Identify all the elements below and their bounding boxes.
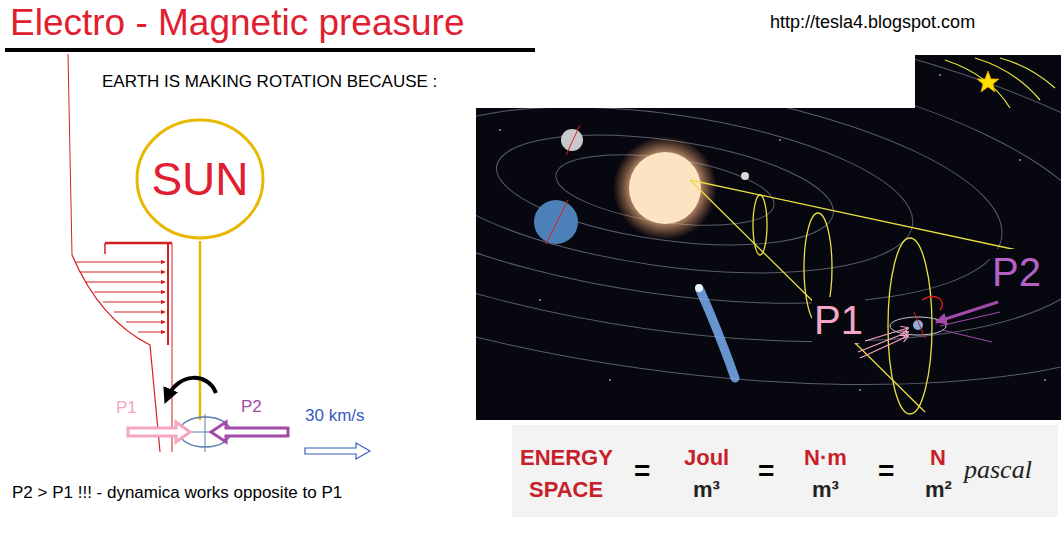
star-dot <box>779 139 781 141</box>
profile-wall <box>172 243 173 452</box>
comet-tail <box>700 290 735 378</box>
space-photo <box>476 55 1061 420</box>
sun-photo <box>613 136 717 240</box>
sun-photo <box>629 152 701 224</box>
planet-earth <box>534 200 578 244</box>
url-text: http://tesla4.blogspot.com <box>770 12 975 33</box>
star-dot <box>499 129 501 131</box>
space-scene <box>85 0 1061 446</box>
profile-bar <box>105 242 172 245</box>
pressure-label: P2 <box>990 249 1043 295</box>
formula-term: SPACE <box>529 477 603 502</box>
rotation-arrow <box>922 297 942 310</box>
formula-term: pascal <box>964 455 1032 485</box>
title-underline <box>5 48 535 52</box>
pressure-arrow <box>860 336 908 358</box>
field-arc <box>945 58 1055 108</box>
pressure-arrow <box>858 332 908 352</box>
formula-term: Joul <box>684 445 729 470</box>
orbit <box>407 80 923 300</box>
comet-head <box>695 284 703 292</box>
orbits <box>85 0 1061 446</box>
pressure-arrow <box>138 332 165 333</box>
formula-term: N <box>930 445 946 470</box>
planet <box>561 129 583 151</box>
orbit <box>210 0 1061 390</box>
star-dot <box>1044 379 1046 381</box>
pressure-arrow <box>94 292 165 293</box>
title: Electro - Magnetic preasure <box>10 2 464 45</box>
formula-term: = <box>634 455 650 487</box>
planet <box>741 172 749 180</box>
formula-term: m² <box>925 477 952 502</box>
field-ring <box>753 195 767 255</box>
pressure-profile <box>72 255 160 452</box>
pressure-arrow-p2 <box>940 312 1000 342</box>
formula-term: = <box>758 455 774 487</box>
pressure-label: P1 <box>116 398 137 418</box>
pressure-arrow <box>114 312 165 313</box>
sun-ray <box>199 241 202 420</box>
earth-axis <box>914 312 925 338</box>
planet-axis <box>546 200 568 244</box>
speed-label: 30 km/s <box>305 406 365 426</box>
formula-term: = <box>878 455 894 487</box>
pressure-label: P2 <box>241 397 262 417</box>
velocity-arrow <box>305 443 370 459</box>
pressure-arrow <box>80 272 165 273</box>
star-dot <box>609 379 611 381</box>
pressure-arrows <box>76 262 165 332</box>
node-label: SUN <box>151 153 248 206</box>
star-dot <box>859 389 861 391</box>
pressure-arrow-p1 <box>128 422 190 442</box>
formula-term: N·m <box>804 445 847 470</box>
pressure-arrow <box>126 322 165 323</box>
orbit <box>552 143 779 237</box>
profile-wall <box>167 243 169 345</box>
planet-axis <box>566 125 580 155</box>
orbit <box>85 0 1061 446</box>
pressure-arrow <box>103 302 165 303</box>
formula-term: m³ <box>693 477 720 502</box>
sun-circle: SUN <box>135 118 265 240</box>
note-text: P2 > P1 !!! - dynamica works opposite to… <box>12 483 342 503</box>
profile-bar <box>104 243 106 254</box>
guide-line <box>68 54 72 255</box>
star-symbol <box>977 71 999 92</box>
formula-term: m³ <box>812 477 839 502</box>
pressure-arrow-p2 <box>936 302 998 322</box>
pressure-arrow-p2 <box>211 422 288 442</box>
rotation-arrow <box>167 378 216 398</box>
stars <box>499 74 1046 391</box>
star-dot <box>939 74 941 76</box>
sun-outline <box>137 120 263 238</box>
earth-orbit <box>890 317 946 335</box>
heading-note: EARTH IS MAKING ROTATION BECAUSE : <box>102 72 437 92</box>
pressure-arrow <box>76 262 165 263</box>
star-dot <box>539 299 541 301</box>
pressure-arrow <box>86 282 165 283</box>
field-ring <box>888 238 932 414</box>
field-cone <box>690 180 1040 412</box>
formula-panel: ENERGY SPACE = Joul m³ = N·m m³ = Nm² pascal <box>512 425 1058 517</box>
pressure-label: P1 <box>812 297 865 343</box>
formula-term: ENERGY <box>520 445 613 470</box>
star-dot <box>1019 159 1021 161</box>
